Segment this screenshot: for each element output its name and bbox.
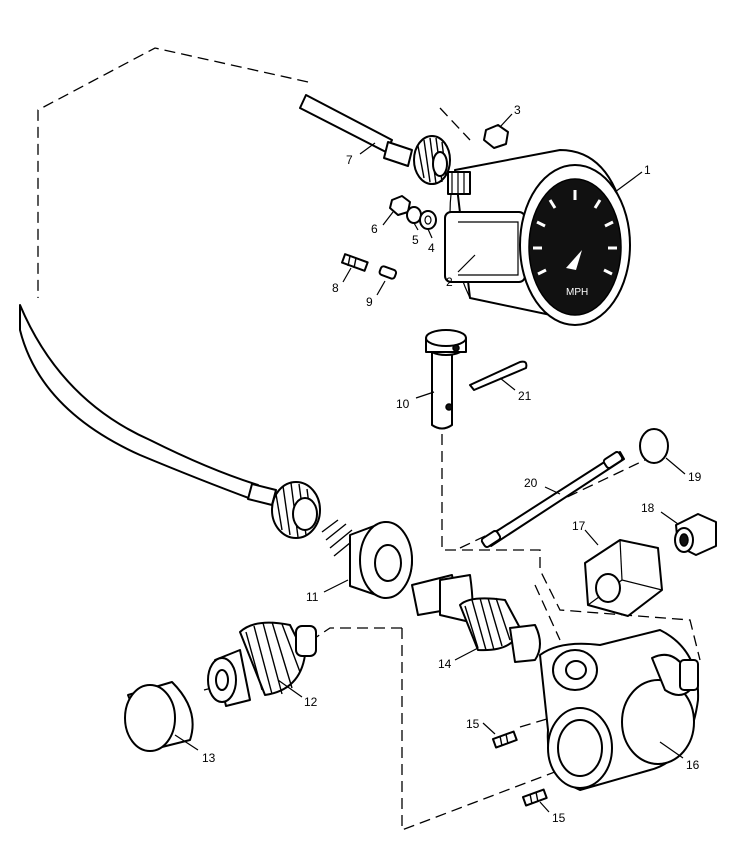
- cable-upper: [299, 94, 451, 185]
- speedometer-gauge: MPH: [444, 149, 631, 326]
- callout-21: 21: [518, 389, 532, 403]
- set-screw-15-lower: [521, 788, 548, 807]
- gear-12: [207, 621, 317, 707]
- cotter-pin-21: [469, 360, 528, 391]
- callout-20: 20: [524, 476, 538, 490]
- washer-5: [406, 206, 422, 224]
- callout-17: 17: [572, 519, 586, 533]
- cap-13: [124, 681, 194, 752]
- callout-14: 14: [438, 657, 452, 671]
- callout-leaders: [174, 113, 686, 813]
- gear-shaft-14: [411, 574, 541, 663]
- callout-2: 2: [446, 275, 453, 289]
- callout-9: 9: [366, 295, 373, 309]
- cable-lower: [19, 304, 321, 539]
- callout-10: 10: [396, 397, 410, 411]
- gauge-dial-marks: [533, 190, 617, 276]
- callout-8: 8: [332, 281, 339, 295]
- plug-18: [674, 513, 717, 556]
- callout-12: 12: [304, 695, 318, 709]
- callout-3: 3: [514, 103, 521, 117]
- nut-3: [483, 124, 509, 149]
- sleeve-11: [321, 519, 413, 599]
- shaft-20: [480, 451, 625, 548]
- callout-15-upper: 15: [466, 717, 480, 731]
- callout-1: 1: [644, 163, 651, 177]
- callout-11: 11: [306, 590, 319, 604]
- set-screw-15-upper: [491, 730, 518, 749]
- callout-7: 7: [346, 153, 353, 167]
- callout-6: 6: [371, 222, 378, 236]
- callout-13: 13: [202, 751, 216, 765]
- clevis-pin-10: [425, 329, 467, 430]
- bulb-9: [378, 265, 398, 280]
- callout-4: 4: [428, 241, 435, 255]
- housing-16: [539, 629, 700, 791]
- callout-19: 19: [688, 470, 702, 484]
- o-ring-19: [639, 428, 669, 464]
- svg-text:MPH: MPH: [566, 287, 588, 298]
- callout-labels: 1 2 3 4 5 6 7 8 9 10 21 11 12 13 14 15 1…: [202, 103, 702, 825]
- callout-16: 16: [686, 758, 700, 772]
- callout-18: 18: [641, 501, 655, 515]
- callout-15-lower: 15: [552, 811, 566, 825]
- callout-5: 5: [412, 233, 419, 247]
- hex-nut-17: [584, 539, 663, 617]
- bulb-holder-8: [341, 253, 369, 272]
- washer-4: [419, 210, 437, 230]
